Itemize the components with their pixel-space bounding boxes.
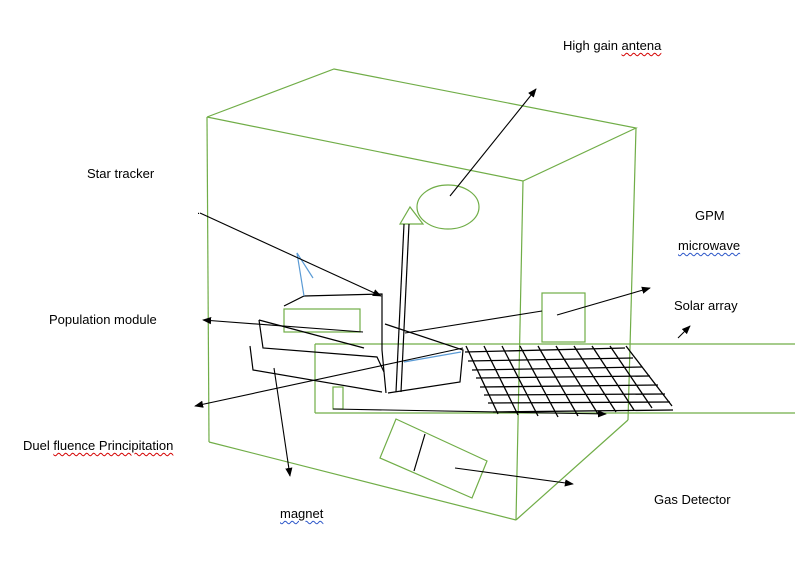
arrow-population-module: [202, 317, 364, 333]
population-module-box: [283, 308, 361, 333]
label-high-gain-word: antena: [621, 38, 662, 53]
instrument-structure: [249, 293, 464, 394]
label-solar-array: Solar array: [674, 298, 738, 313]
arrow-small-sensor: [332, 408, 607, 418]
label-microwave: microwave: [678, 238, 741, 253]
antenna-dish: [416, 184, 480, 230]
label-principitation-word: Principitation: [95, 438, 174, 453]
label-fluence-word: fluence: [53, 438, 96, 453]
label-population-module: Population module: [49, 312, 157, 327]
antenna-feed: [398, 205, 425, 225]
frame-bottom-front: [208, 441, 517, 521]
arrow-solar-array-tick: [677, 325, 691, 339]
frame-bottom-right: [515, 419, 629, 521]
label-gpm: GPM: [695, 208, 725, 223]
leader-arrows: [194, 88, 691, 487]
arrow-star-tracker: [199, 212, 382, 297]
high-gain-antenna: [398, 184, 480, 230]
accent-lines: [296, 252, 462, 363]
label-magnet: magnet: [280, 506, 324, 521]
small-sensor-box: [332, 386, 344, 410]
label-duel-fluence-principitation: Duel fluence Principitation: [23, 438, 173, 454]
antenna-mast: [395, 223, 410, 393]
frame-left-edge: [206, 116, 210, 443]
arrow-magnet: [273, 367, 293, 477]
arrow-high-gain-antenna: [449, 88, 537, 197]
gas-detector-divider: [413, 433, 426, 472]
frame-right-edge: [627, 127, 637, 421]
arrow-solar-array: [556, 286, 651, 316]
arrow-duel-fluence: [194, 347, 464, 408]
satellite-body-frame: [206, 68, 638, 521]
gpm-microwave-box: [541, 292, 586, 343]
label-duel-word: Duel: [23, 438, 54, 453]
label-high-gain-antenna: High gain antena: [563, 38, 661, 54]
solar-array-grid: [464, 345, 674, 418]
label-gas-detector: Gas Detector: [654, 492, 731, 507]
frame-top-face: [206, 68, 638, 182]
label-star-tracker: Star tracker: [87, 166, 155, 181]
label-high-gain-prefix: High gain: [563, 38, 622, 53]
gas-detector-block: [379, 418, 488, 499]
stray-mark: .: [197, 205, 200, 217]
arrow-gpm-microwave: [404, 310, 543, 334]
arrow-gas-detector: [454, 467, 574, 487]
